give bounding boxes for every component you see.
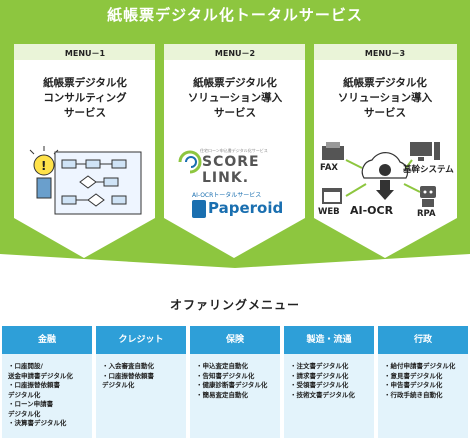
offering-title: オファリングメニュー — [169, 298, 300, 312]
category-header: 製造・流通 — [284, 326, 374, 354]
category-card-manufacturing: 製造・流通 ・注文書デジタル化 ・請求書デジタル化 ・受領書デジタル化 ・技術文… — [284, 326, 374, 438]
paperoid-tagline: AI-OCRトータルサービス — [192, 192, 262, 199]
category-item: ・決算書デジタル化 — [8, 419, 67, 427]
menu-panel-3 — [314, 44, 457, 258]
category-item: ・口座振替依頼書 — [8, 381, 60, 389]
category-item: デジタル化 — [8, 409, 41, 418]
category-item: ・申告書デジタル化 — [384, 381, 443, 389]
category-item: 送金申請書デジタル化 — [8, 371, 73, 380]
menu-title: 紙帳票デジタル化 コンサルティング サービス — [43, 77, 127, 119]
menu-label: MENU－1 — [64, 49, 106, 58]
ai-ocr-diagram — [322, 142, 440, 207]
category-item: ・受領書デジタル化 — [290, 381, 349, 389]
category-card-government: 行政 ・給付申請書デジタル化 ・意見書デジタル化 ・申告書デジタル化 ・行政手続… — [378, 326, 468, 438]
paperoid-logo-mark — [192, 200, 206, 218]
score-link-tagline: 住宅ローン申込書デジタル化サービス — [200, 148, 268, 153]
score-link-logo: 住宅ローン申込書デジタル化サービス SCORE LINK. — [170, 148, 300, 186]
category-item: ・意見書デジタル化 — [384, 371, 443, 380]
category-card-finance: 金融 ・口座開設/ 送金申請書デジタル化 ・口座振替依頼書 デジタル化 ・ローン… — [2, 326, 92, 438]
menu-title: 紙帳票デジタル化 ソリューション導入 サービス — [187, 77, 283, 119]
svg-text:!: ! — [41, 159, 46, 173]
core-system-label: 基幹システム — [403, 165, 454, 175]
consulting-illustration: ! — [29, 146, 142, 215]
category-item: ・口座開設/ — [8, 362, 43, 370]
category-card-credit: クレジット ・入会審査自動化 ・口座振替依頼書 デジタル化 — [96, 326, 186, 438]
category-item: ・技術文書デジタル化 — [290, 390, 355, 399]
category-item: ・給付申請書デジタル化 — [384, 362, 456, 370]
category-item: デジタル化 — [8, 390, 41, 399]
category-header: 行政 — [378, 326, 468, 354]
category-item: ・申込査定自動化 — [196, 362, 248, 370]
category-item: デジタル化 — [102, 381, 135, 389]
category-item: ・行政手続き自動化 — [384, 390, 443, 399]
menu-column-3: MENU－3 紙帳票デジタル化 ソリューション導入 サービス — [314, 47, 456, 121]
category-item: ・請求書デジタル化 — [290, 371, 349, 380]
menu-label: MENU－2 — [214, 49, 256, 58]
category-item: ・ローン申請書 — [8, 400, 54, 408]
page-title: 紙帳票デジタル化トータルサービス — [107, 6, 363, 24]
category-item: ・簡易査定自動化 — [196, 390, 248, 399]
category-item: ・口座振替依頼書 — [102, 371, 154, 380]
ai-ocr-label: AI-OCR — [350, 204, 394, 217]
category-header: 保険 — [190, 326, 280, 354]
category-item: ・健康診断書デジタル化 — [196, 381, 268, 389]
category-header: クレジット — [96, 326, 186, 354]
web-label: WEB — [318, 207, 340, 217]
menu-column-1: MENU－1 紙帳票デジタル化 コンサルティング サービス — [14, 47, 156, 121]
fax-label: FAX — [320, 163, 338, 173]
category-item: ・入会審査自動化 — [102, 362, 154, 370]
category-card-insurance: 保険 ・申込査定自動化 ・告知書デジタル化 ・健康診断書デジタル化 ・簡易査定自… — [190, 326, 280, 438]
menu-label: MENU－3 — [364, 49, 406, 58]
score-link-logo-mark — [178, 150, 202, 174]
paperoid-text: Paperoid — [208, 199, 284, 217]
category-item: ・注文書デジタル化 — [290, 362, 349, 370]
category-item: ・告知書デジタル化 — [196, 371, 255, 380]
rpa-label: RPA — [417, 209, 436, 219]
banner-graphic: ! — [0, 0, 470, 268]
score-link-text: SCORE LINK. — [202, 154, 260, 186]
menu-title: 紙帳票デジタル化 ソリューション導入 サービス — [337, 77, 433, 119]
category-header: 金融 — [2, 326, 92, 354]
menu-column-2: MENU－2 紙帳票デジタル化 ソリューション導入 サービス — [164, 47, 306, 121]
